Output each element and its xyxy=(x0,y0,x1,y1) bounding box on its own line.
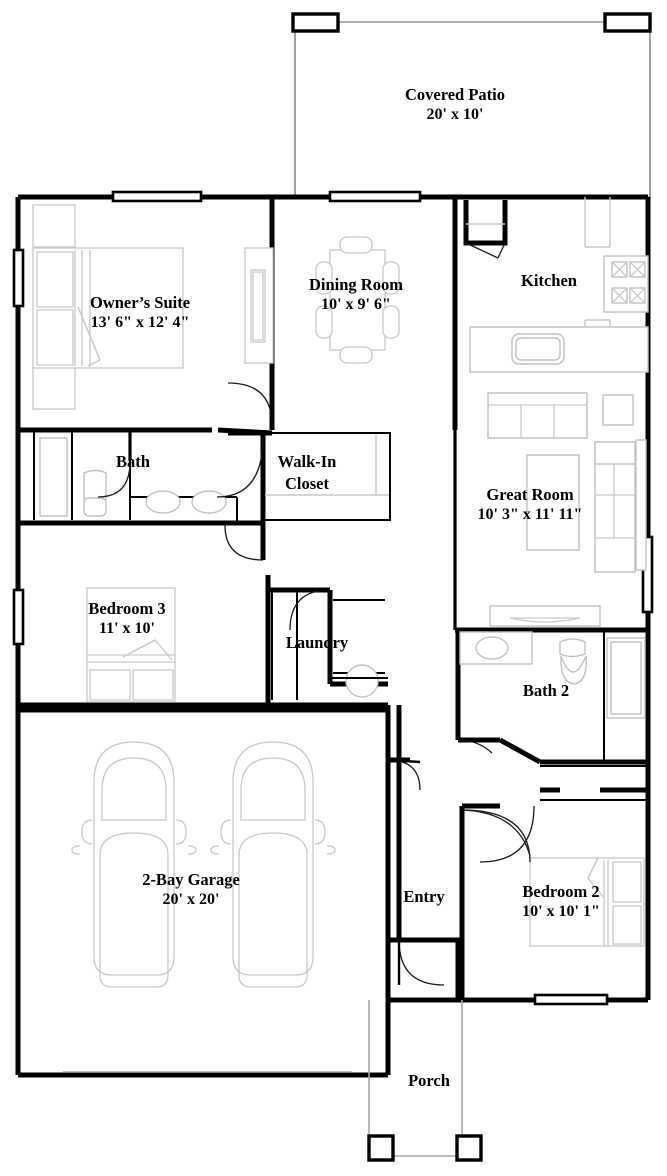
pantry xyxy=(463,200,508,246)
label-porch-name: Porch xyxy=(408,1071,450,1090)
window-bedroom2-bottom xyxy=(533,993,609,1006)
label-great-room-name: Great Room xyxy=(486,485,573,504)
window-dining-top xyxy=(328,190,422,203)
porch-column-left xyxy=(367,1134,395,1162)
patio-column-right xyxy=(603,12,652,33)
side-table xyxy=(635,439,647,571)
sofa xyxy=(487,392,588,439)
chair-top xyxy=(339,236,373,254)
area-rug xyxy=(526,454,580,551)
porch xyxy=(367,1000,483,1162)
label-covered-patio-name: Covered Patio xyxy=(405,85,505,104)
side-chair xyxy=(602,394,634,426)
kitchen-island xyxy=(469,326,649,373)
label-owners-suite-name: Owner’s Suite xyxy=(90,293,190,312)
window-bedroom3-left xyxy=(12,588,25,646)
range-icon xyxy=(603,255,649,313)
media-console xyxy=(489,605,601,627)
label-owners-suite-dim: 13' 6" x 12' 4" xyxy=(91,314,190,331)
sink-bath2 xyxy=(475,636,509,660)
furniture-great-room xyxy=(487,392,647,627)
label-bedroom-2-dim: 10' x 10' 1" xyxy=(522,903,600,920)
label-covered-patio-dim: 20' x 10' xyxy=(427,106,484,123)
label-bedroom-3-dim: 11' x 10' xyxy=(99,620,155,637)
kitchen-fixtures xyxy=(463,197,649,373)
laundry-sink-icon xyxy=(345,664,379,698)
furniture-dining-room xyxy=(315,236,400,364)
shower xyxy=(39,437,68,517)
car-left xyxy=(71,741,197,988)
label-two-bay-garage-name: 2-Bay Garage xyxy=(142,870,240,889)
furniture-owners-suite xyxy=(32,204,274,410)
label-great-room-dim: 10' 3" x 11' 11" xyxy=(478,506,583,523)
windows xyxy=(12,190,654,1006)
label-laundry-name: Laundry xyxy=(286,633,349,652)
label-walk-in-closet-name: Walk-In xyxy=(278,452,337,471)
label-bath-name: Bath xyxy=(116,452,150,471)
dining-table xyxy=(329,249,386,351)
label-kitchen-name: Kitchen xyxy=(521,271,577,290)
label-two-bay-garage-dim: 20' x 20' xyxy=(163,891,220,908)
window-owners-top xyxy=(111,190,203,203)
nightstand-top xyxy=(32,204,76,248)
label-entry-name: Entry xyxy=(403,887,445,906)
pillow-top xyxy=(36,251,74,308)
toilet-2-icon xyxy=(559,638,586,658)
label-bedroom-2-name: Bedroom 2 xyxy=(522,882,599,901)
dresser-inner xyxy=(250,269,266,343)
sink-right xyxy=(191,490,227,514)
label-walk-in-closet-line2: Closet xyxy=(285,474,329,493)
furniture-bedroom-3 xyxy=(86,523,265,703)
chair-bottom xyxy=(339,346,373,364)
chair-left-2 xyxy=(315,305,333,339)
window-ownersuite-left xyxy=(12,248,25,308)
bath-fixtures xyxy=(39,382,389,517)
laundry-door xyxy=(289,588,331,631)
bath2-fixtures xyxy=(457,631,646,754)
interior-walls xyxy=(18,197,648,1003)
chair-right-1 xyxy=(382,261,400,295)
porch-column-right xyxy=(455,1134,483,1162)
nightstand-bottom xyxy=(32,366,76,410)
label-bath-2-name: Bath 2 xyxy=(523,681,569,700)
patio-column-left xyxy=(291,12,340,33)
chair-right-2 xyxy=(382,305,400,339)
garage-vehicles xyxy=(63,741,352,1073)
sink-left xyxy=(145,490,181,514)
room-labels: Covered Patio 20' x 10' Owner’s Suite 13… xyxy=(88,85,599,1090)
label-dining-room-dim: 10' x 9' 6" xyxy=(321,296,391,313)
label-bedroom-3-name: Bedroom 3 xyxy=(88,599,165,618)
label-dining-room-name: Dining Room xyxy=(309,275,403,294)
car-right xyxy=(210,741,336,988)
furniture-bedroom-2 xyxy=(460,805,645,947)
chair-left-1 xyxy=(315,261,333,295)
pillow-bottom xyxy=(36,309,74,366)
window-greatroom-right xyxy=(641,535,654,614)
entry-doors xyxy=(387,758,445,986)
